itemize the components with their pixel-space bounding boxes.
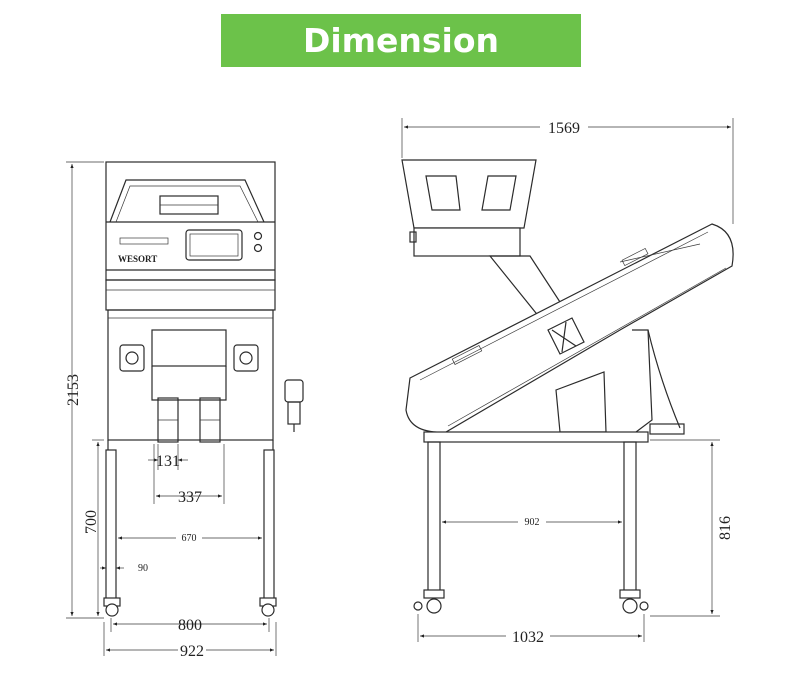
dim-leg-span: 1032	[512, 629, 544, 646]
dim-total-width: 922	[180, 643, 204, 660]
dim-frame-height: 816	[717, 516, 734, 540]
dim-caster: 90	[138, 563, 148, 574]
dim-height: 2153	[65, 374, 82, 406]
dim-leg-inner-side: 902	[525, 517, 540, 528]
dim-outlet-spacing: 131	[156, 453, 180, 470]
front-logo-text: WESORT	[118, 254, 157, 264]
side-dimensions: 1569 902 816 1032	[401, 118, 734, 646]
front-view-machine: WESORT	[103, 161, 304, 617]
dim-leg-inner: 670	[182, 533, 197, 544]
dim-leg-center: 800	[178, 617, 202, 634]
dim-length: 1569	[548, 120, 580, 137]
dim-leg-height: 700	[83, 510, 100, 534]
front-dimensions: 2153 700 131 337 670 90 800 922	[65, 161, 277, 660]
side-view-machine	[401, 159, 734, 614]
title-banner: Dimension	[221, 14, 581, 67]
dim-outlet-width: 337	[178, 489, 202, 506]
